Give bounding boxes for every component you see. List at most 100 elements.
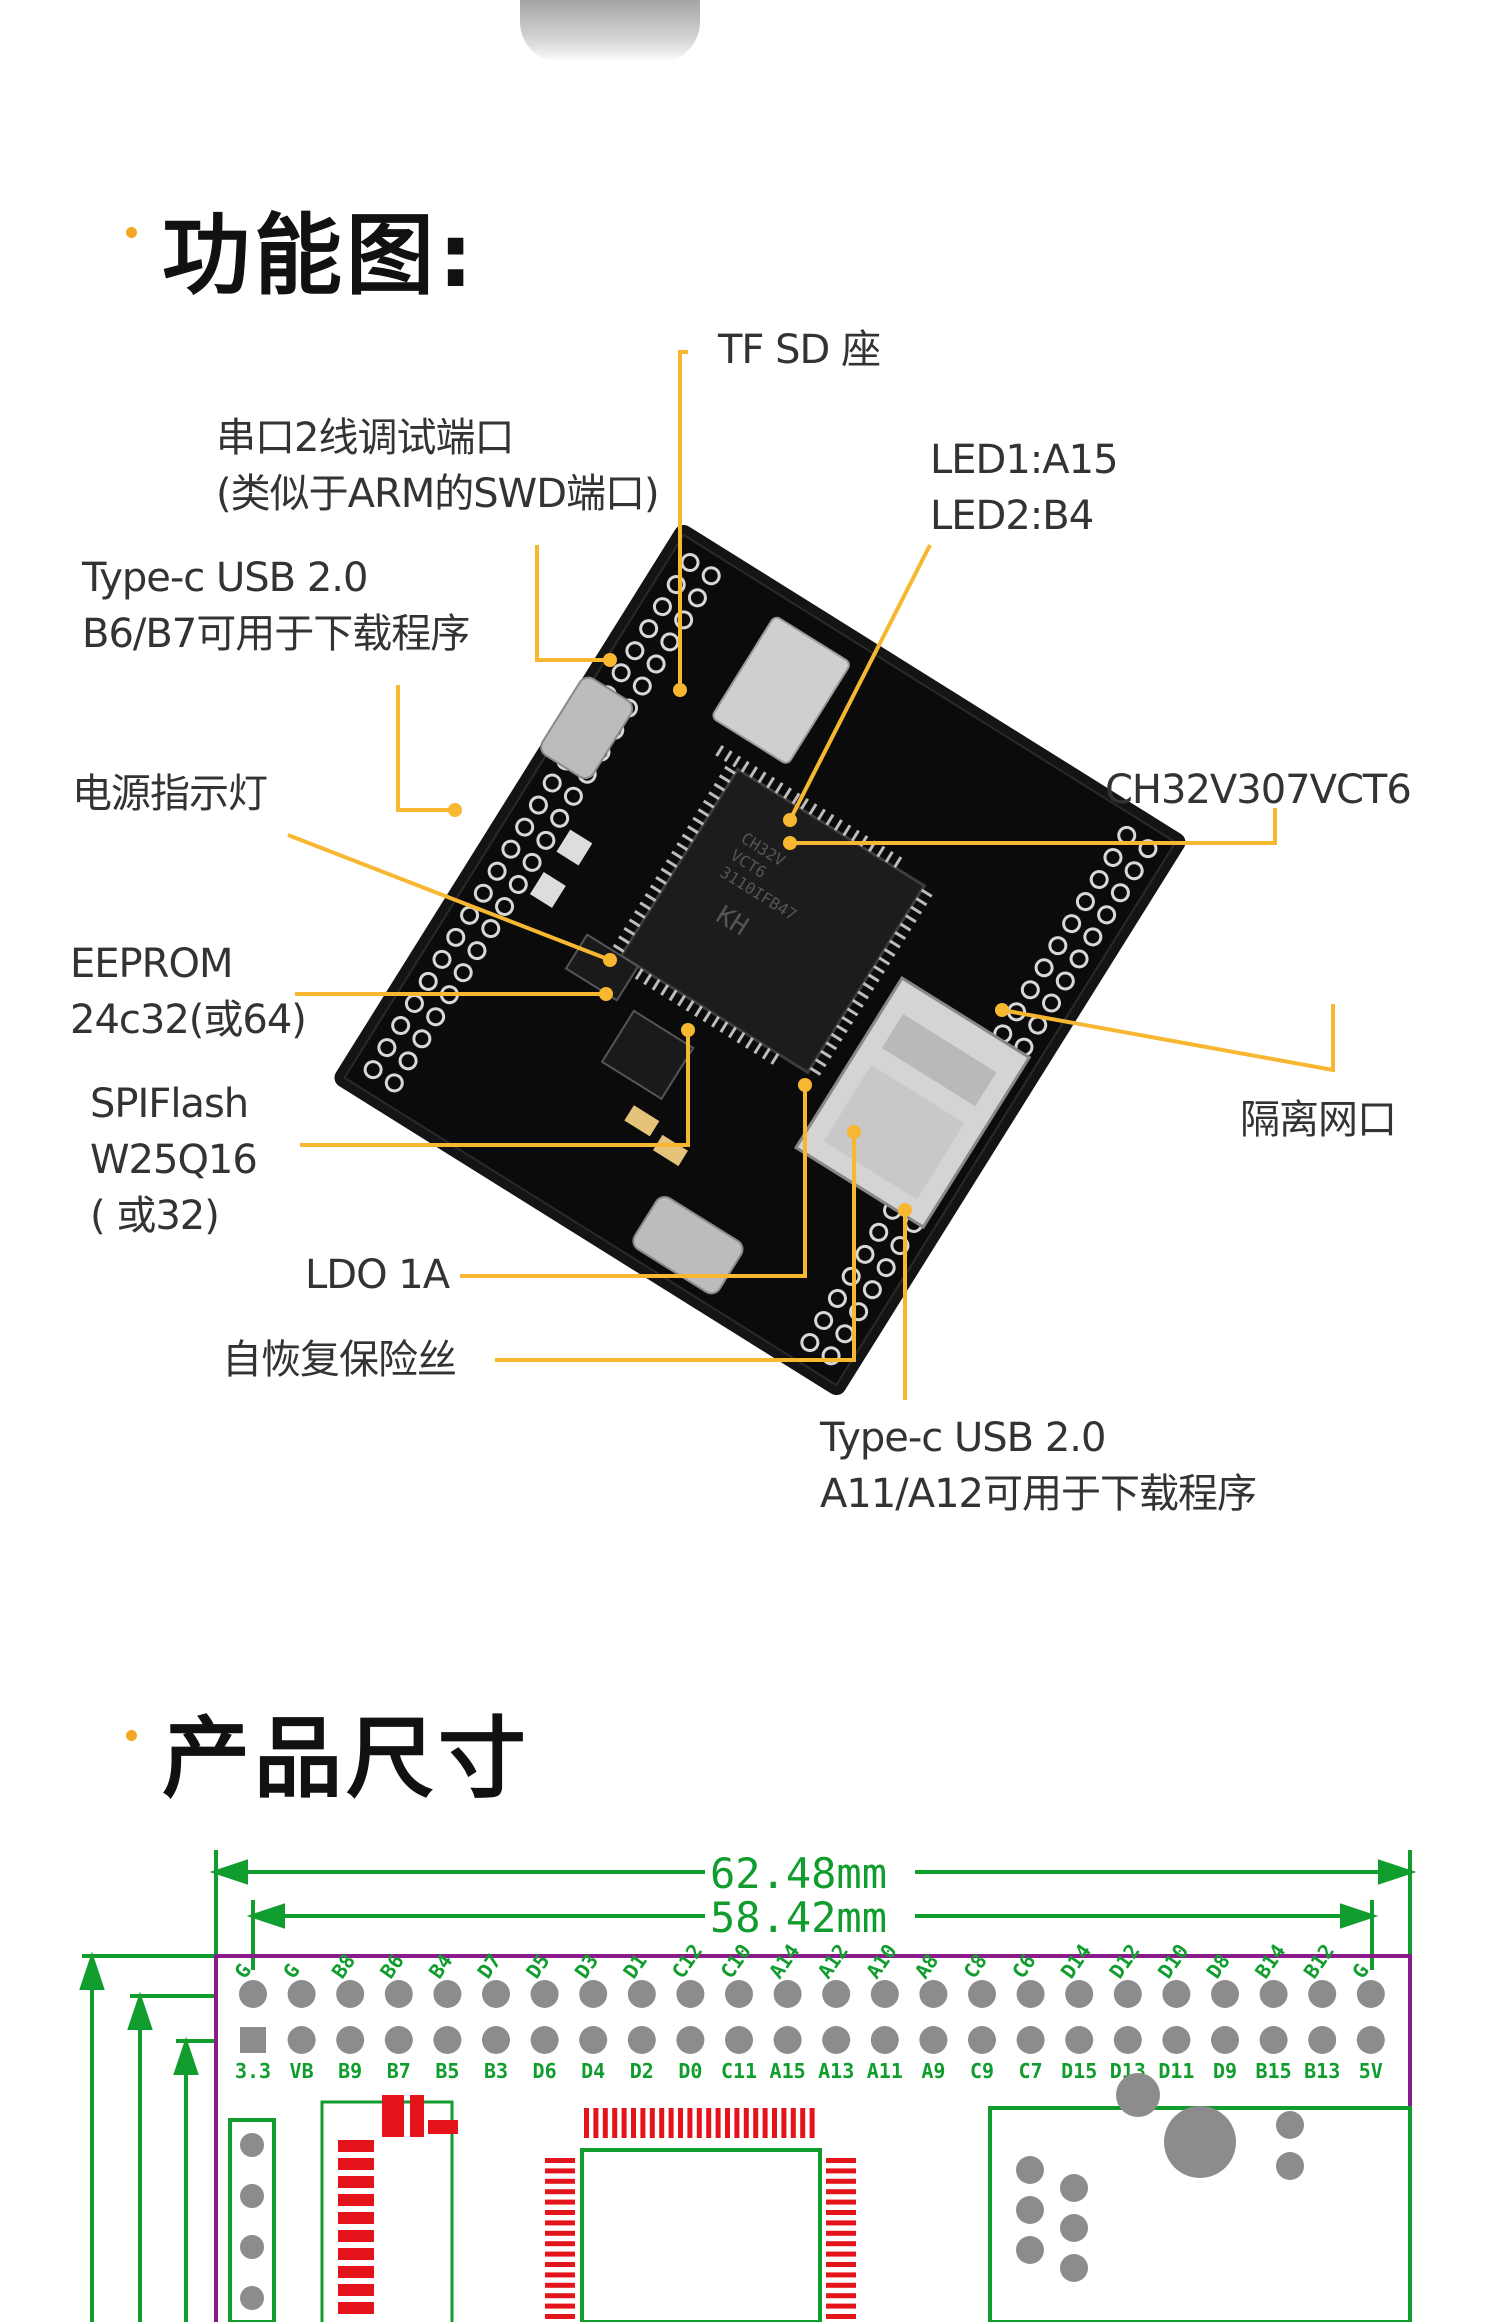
callout-usb-b-line2: B6/B7可用于下载程序	[82, 611, 470, 657]
pin-pad	[482, 2026, 510, 2054]
pin-label-top: A14	[764, 1940, 804, 1983]
pin-label-bottom: A13	[818, 2059, 854, 2083]
dimension-inner-width: 58.42mm	[710, 1893, 887, 1942]
pin-pad	[1211, 1980, 1239, 2008]
pin-pad	[773, 2026, 802, 2054]
pin-pad	[1162, 1980, 1191, 2008]
pin-pad	[627, 1980, 656, 2008]
usb-c-bottom	[632, 1195, 744, 1295]
section-bullet	[126, 1730, 137, 1741]
leader-lines	[287, 350, 1335, 1400]
dimension-outer-width: 62.48mm	[710, 1849, 887, 1898]
pin-pad	[336, 2026, 365, 2054]
pin-label-top: D10	[1153, 1940, 1193, 1983]
callout-power-led: 电源指示灯	[72, 771, 268, 817]
pin-pad	[1113, 2026, 1142, 2054]
pin-label-bottom: C7	[1019, 2059, 1043, 2083]
pin-pad	[1065, 2026, 1094, 2054]
pin-label-bottom: D15	[1061, 2059, 1097, 2083]
board-photo: CH32V VCT6 3110IFB47 KH	[334, 524, 1186, 1396]
callout-eeprom-line2: 24c32(或64)	[70, 997, 307, 1043]
pin-pad	[1308, 2026, 1337, 2054]
pin-label-bottom: 3.3	[235, 2059, 271, 2083]
pin-label-bottom: B5	[435, 2059, 459, 2083]
pin-label-bottom: D9	[1213, 2059, 1237, 2083]
callout-usb-a: Type-c USB 2.0 A11/A12可用于下载程序	[820, 1410, 1257, 1522]
callout-usb-a-line1: Type-c USB 2.0	[820, 1415, 1106, 1461]
pin-pad	[482, 1980, 510, 2008]
pin-row-top	[239, 1980, 1385, 2008]
pin-pad	[433, 1980, 462, 2008]
pin-pad	[1016, 1980, 1045, 2008]
pin-pad	[919, 2026, 948, 2054]
pin-pad	[239, 1980, 267, 2008]
pin-pad	[676, 1980, 705, 2008]
pin-label-bottom: D6	[533, 2059, 557, 2083]
pin-label-bottom: 5V	[1359, 2059, 1383, 2083]
callout-tf-sd: TF SD 座	[718, 327, 881, 373]
red-pads	[338, 2095, 458, 2314]
pin-pad	[870, 2026, 899, 2054]
pin-label-bottom: B13	[1304, 2059, 1340, 2083]
pin-label-bottom: D2	[630, 2059, 654, 2083]
pin-pad	[822, 2026, 851, 2054]
pin-pad	[579, 1980, 608, 2008]
pin-pad	[1065, 1980, 1094, 2008]
pin-pad	[822, 1980, 851, 2008]
pin-label-bottom: A11	[867, 2059, 903, 2083]
pin-pad	[287, 2026, 316, 2054]
pin-pad	[676, 2026, 705, 2054]
pin-pad	[287, 1980, 316, 2008]
pin-label-top: B12	[1299, 1940, 1339, 1983]
callout-usb-b: Type-c USB 2.0 B6/B7可用于下载程序	[82, 550, 470, 662]
pin-pad	[579, 2026, 608, 2054]
pin-pad	[1356, 1980, 1385, 2008]
callout-led: LED1:A15 LED2:B4	[930, 432, 1119, 544]
pin-pad	[1308, 1980, 1337, 2008]
pin-pad	[1016, 2026, 1045, 2054]
qfp-pads	[545, 2108, 856, 2319]
callout-spiflash-line2: W25Q16	[90, 1137, 258, 1183]
pin-pad	[773, 1980, 802, 2008]
pin-label-bottom: D0	[678, 2059, 702, 2083]
pin-pad	[530, 2026, 559, 2054]
callout-spiflash-line1: SPIFlash	[90, 1081, 249, 1127]
pin-pad-square	[240, 2027, 266, 2053]
pin-label-bottom: B9	[338, 2059, 362, 2083]
pin-label-top: C10	[715, 1940, 755, 1983]
usb-c-left	[540, 676, 634, 780]
pin-label-top: C12	[667, 1940, 707, 1983]
callout-fuse: 自恢复保险丝	[222, 1337, 457, 1383]
callout-eeprom: EEPROM 24c32(或64)	[70, 936, 307, 1048]
callout-led-line1: LED1:A15	[930, 437, 1119, 483]
callout-debug-line1: 串口2线调试端口	[216, 415, 514, 461]
pin-pad	[725, 1980, 753, 2008]
pin-pad	[1259, 2026, 1288, 2054]
pin-label-bottom: VB	[290, 2059, 314, 2083]
pin-pad	[530, 1980, 559, 2008]
callout-eeprom-line1: EEPROM	[70, 941, 233, 987]
section-title-function: 功能图:	[162, 204, 478, 307]
pin-pad	[1356, 2026, 1385, 2054]
callout-debug-line2: (类似于ARM的SWD端口)	[216, 471, 660, 517]
pin-pad	[336, 1980, 365, 2008]
pin-pad	[1211, 2026, 1239, 2054]
pin-pad	[384, 2026, 413, 2054]
pin-pad	[1259, 1980, 1288, 2008]
section-title-size: 产品尺寸	[162, 1707, 531, 1810]
pin-label-bottom: B7	[387, 2059, 411, 2083]
callout-mcu: CH32V307VCT6	[1105, 767, 1412, 813]
pin-pad	[384, 1980, 413, 2008]
pin-pad	[1113, 1980, 1142, 2008]
callout-usb-b-line1: Type-c USB 2.0	[82, 555, 368, 601]
header-footprint	[228, 2118, 276, 2322]
pin-label-bottom: D4	[581, 2059, 605, 2083]
callout-led-line2: LED2:B4	[930, 493, 1094, 539]
callout-spiflash-line3: ( 或32)	[90, 1193, 220, 1239]
pin-label-bottom: A9	[921, 2059, 945, 2083]
pin-label-top: G	[1347, 1959, 1374, 1983]
leader-dots	[448, 653, 1009, 1217]
pin-pad	[725, 2026, 753, 2054]
section-bullet	[126, 227, 137, 238]
